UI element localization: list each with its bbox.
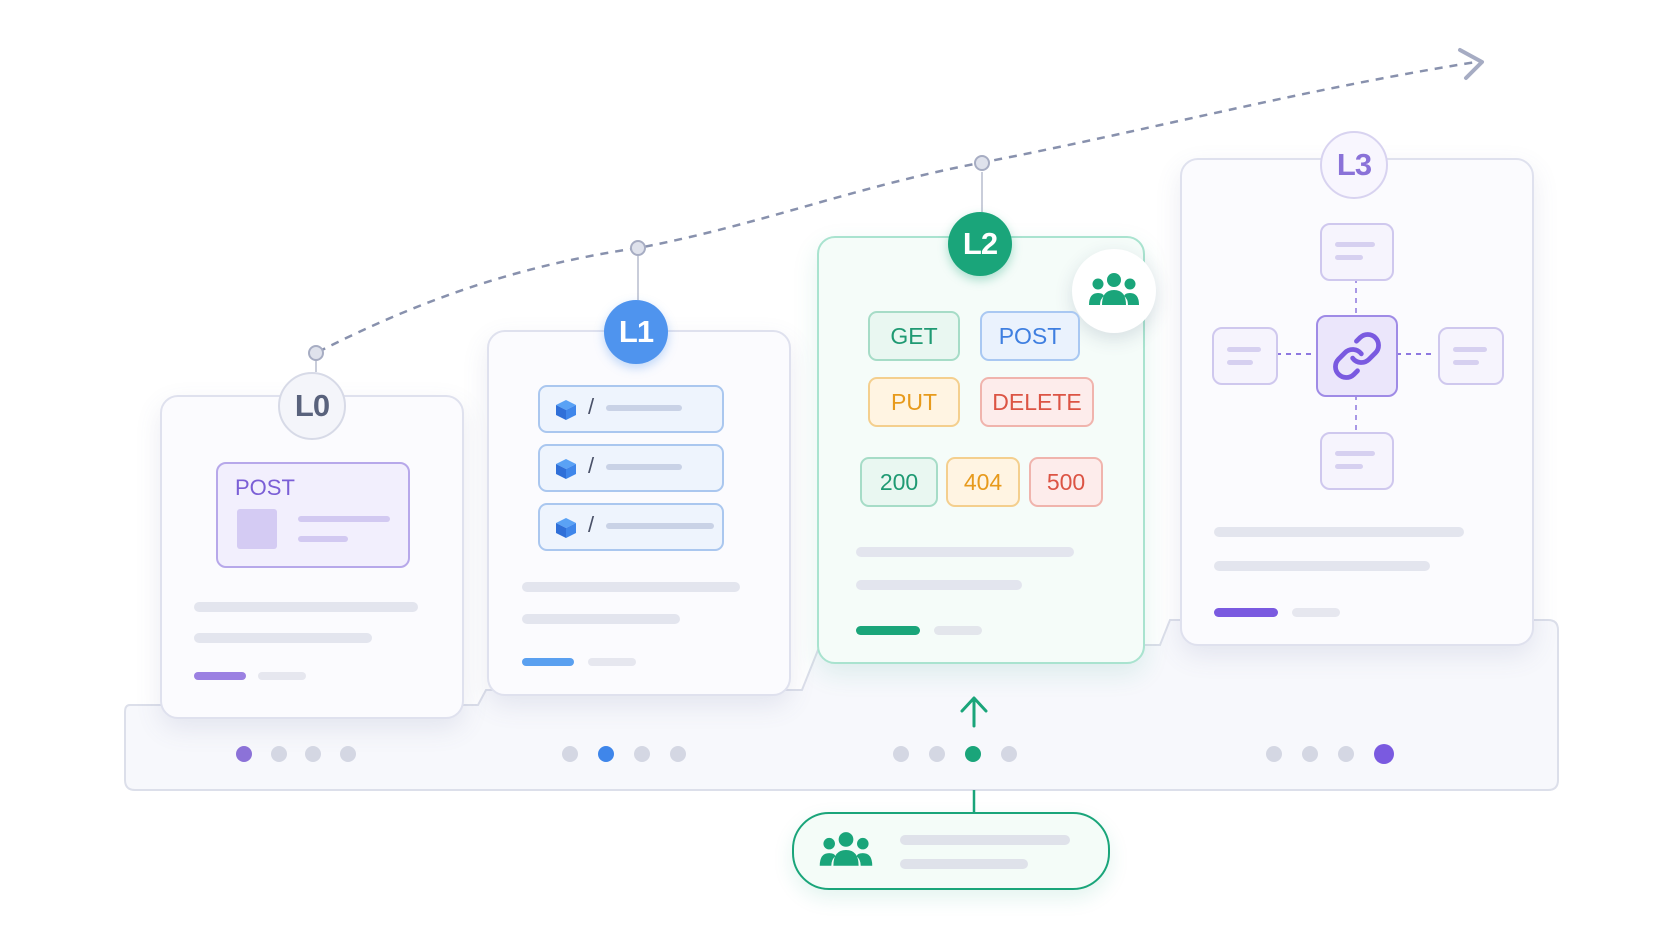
method-delete: DELETE [980,377,1094,427]
node-line [1453,347,1487,352]
linked-node-right [1438,327,1504,385]
accent-bar [194,672,246,680]
page-dot[interactable] [1001,746,1017,762]
callout-line [900,835,1070,845]
text-placeholder [522,614,680,624]
page-dot[interactable] [271,746,287,762]
team-icon [1089,273,1139,305]
route-line [606,405,682,411]
route-item: / [538,444,724,492]
page-dot[interactable] [236,746,252,762]
accent-bar [1214,608,1278,617]
callout-line [900,859,1028,869]
linked-node-left [1212,327,1278,385]
text-placeholder [194,602,418,612]
status-404: 404 [946,457,1020,507]
page-dot[interactable] [893,746,909,762]
page-dot[interactable] [1374,744,1394,764]
link-icon [1333,332,1381,380]
cube-icon [556,518,576,538]
accent-bar [856,626,920,635]
node-line [1335,451,1375,456]
route-line [606,464,682,470]
page-dot[interactable] [670,746,686,762]
level-2-badge: L2 [948,212,1012,276]
page-dot[interactable] [634,746,650,762]
request-line-1 [298,516,390,522]
level-3-badge: L3 [1320,131,1388,199]
request-thumbnail [237,509,277,549]
team-icon [819,832,873,866]
route-line [606,523,714,529]
text-placeholder [194,633,372,643]
page-dot[interactable] [965,746,981,762]
muted-bar [588,658,636,666]
level-0-badge: L0 [278,372,346,440]
node-line [1335,464,1363,469]
arrow-right-icon [1458,48,1484,80]
link-hub [1316,315,1398,397]
route-item: / [538,503,724,551]
route-prefix: / [588,394,595,419]
request-method: POST [235,475,295,500]
status-200: 200 [860,457,938,507]
route-item: / [538,385,724,433]
text-placeholder [522,582,740,592]
arrow-up-icon [960,696,988,728]
request-line-2 [298,536,348,542]
node-line [1453,360,1479,365]
request-card: POST [216,462,410,568]
page-dot[interactable] [305,746,321,762]
team-callout[interactable] [792,812,1110,890]
muted-bar [1292,608,1340,617]
linked-node-bottom [1320,432,1394,490]
page-dot[interactable] [1338,746,1354,762]
text-placeholder [856,547,1074,557]
text-placeholder [856,580,1022,590]
node-line [1227,360,1253,365]
cube-icon [556,459,576,479]
node-line [1335,242,1375,247]
cube-icon [556,400,576,420]
page-dot[interactable] [1266,746,1282,762]
route-prefix: / [588,453,595,478]
page-dot[interactable] [929,746,945,762]
status-500: 500 [1029,457,1103,507]
node-line [1227,347,1261,352]
muted-bar [258,672,306,680]
page-dot[interactable] [340,746,356,762]
linked-node-top [1320,223,1394,281]
page-dot[interactable] [598,746,614,762]
route-prefix: / [588,512,595,537]
level-1-badge: L1 [604,300,668,364]
page-dot[interactable] [1302,746,1318,762]
muted-bar [934,626,982,635]
method-get: GET [868,311,960,361]
text-placeholder [1214,561,1430,571]
team-badge [1072,249,1156,333]
node-line [1335,255,1363,260]
text-placeholder [1214,527,1464,537]
page-dot[interactable] [562,746,578,762]
accent-bar [522,658,574,666]
method-post: POST [980,311,1080,361]
method-put: PUT [868,377,960,427]
